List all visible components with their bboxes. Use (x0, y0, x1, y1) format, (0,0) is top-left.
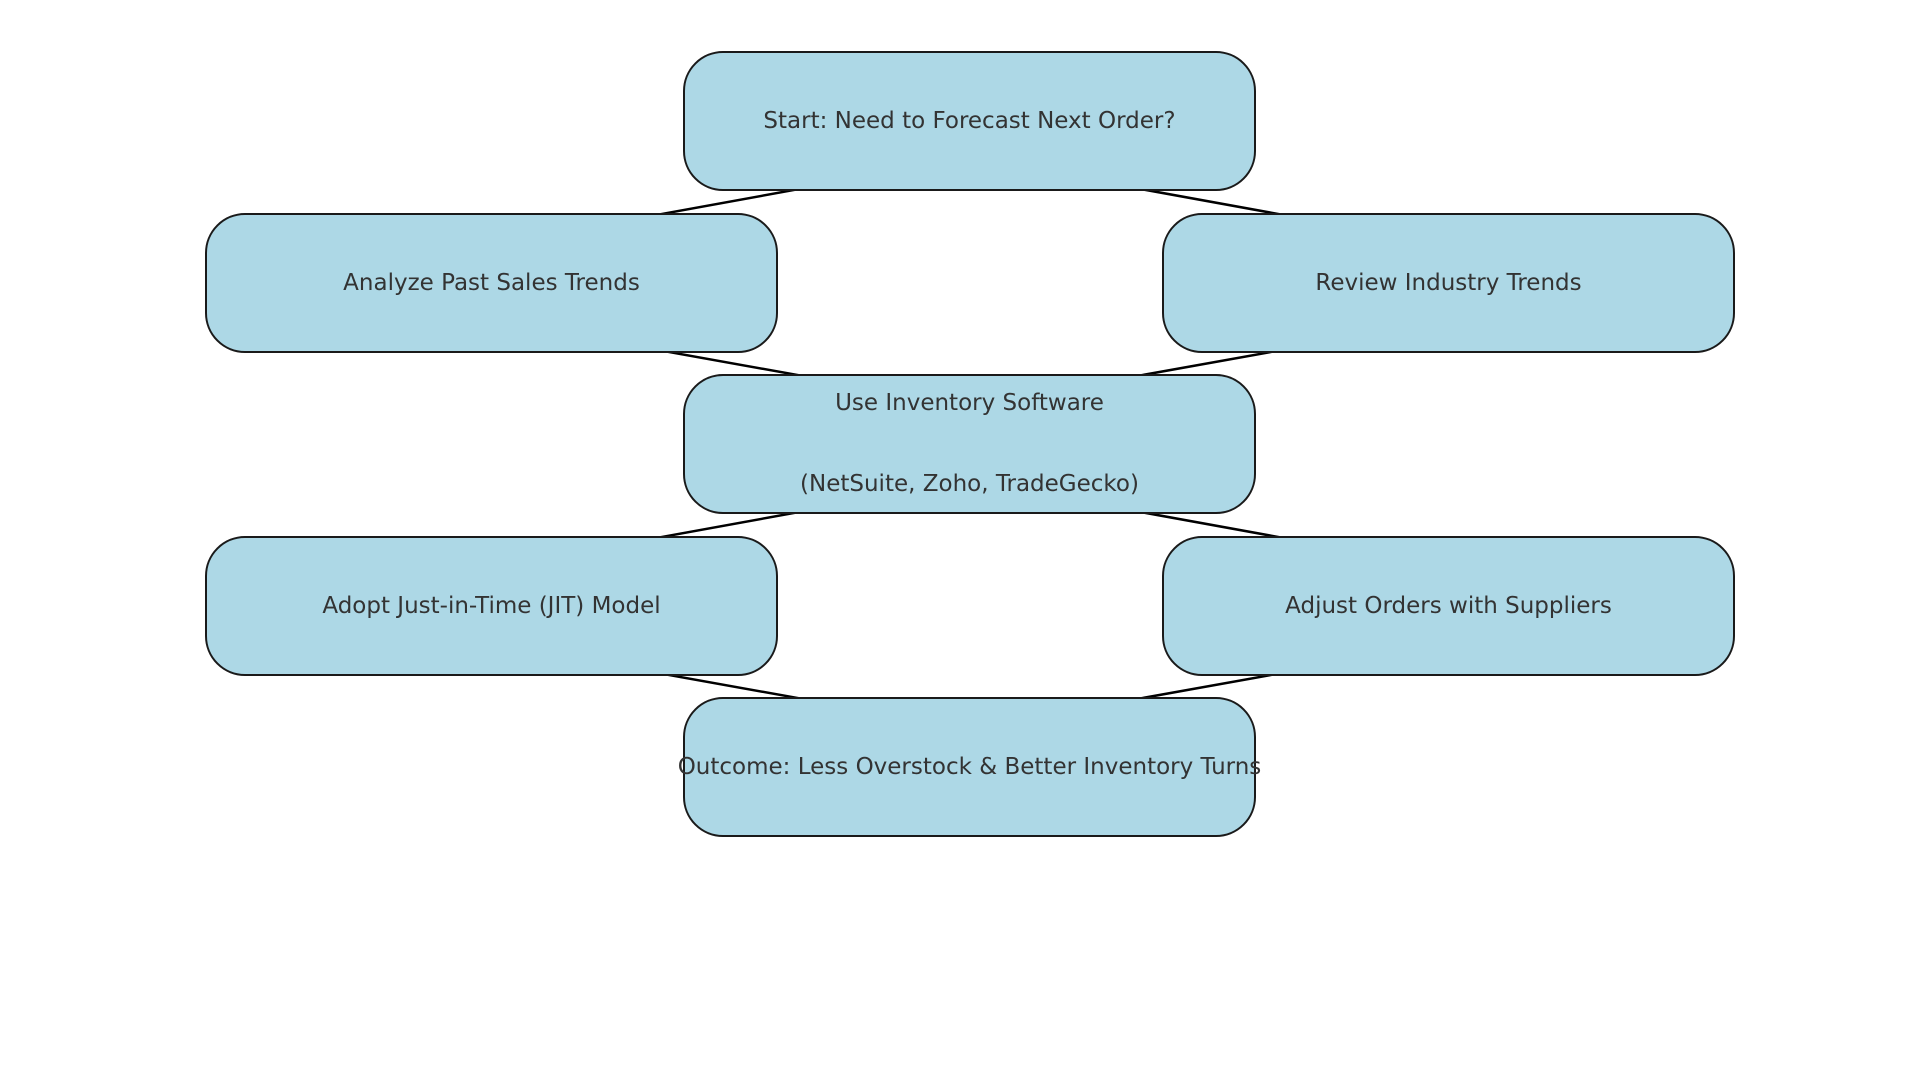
node-jit: Adopt Just-in-Time (JIT) Model (205, 536, 778, 676)
node-adjust-orders-label: Adjust Orders with Suppliers (1285, 592, 1612, 619)
node-outcome-label: Outcome: Less Overstock & Better Invento… (677, 753, 1262, 780)
node-analyze-sales: Analyze Past Sales Trends (205, 213, 778, 353)
node-software-label-line1: Use Inventory Software (835, 390, 1104, 416)
node-software: Use Inventory Software (NetSuite, Zoho, … (683, 374, 1256, 514)
node-software-text: Use Inventory Software (NetSuite, Zoho, … (800, 336, 1139, 552)
node-start-label: Start: Need to Forecast Next Order? (763, 107, 1176, 134)
node-review-industry-label: Review Industry Trends (1315, 269, 1582, 296)
node-analyze-sales-label: Analyze Past Sales Trends (343, 269, 640, 296)
node-software-label-line2: (NetSuite, Zoho, TradeGecko) (800, 471, 1139, 497)
node-outcome: Outcome: Less Overstock & Better Invento… (678, 697, 1261, 837)
node-start: Start: Need to Forecast Next Order? (683, 51, 1256, 191)
node-adjust-orders: Adjust Orders with Suppliers (1162, 536, 1735, 676)
node-review-industry: Review Industry Trends (1162, 213, 1735, 353)
node-jit-label: Adopt Just-in-Time (JIT) Model (322, 592, 661, 619)
